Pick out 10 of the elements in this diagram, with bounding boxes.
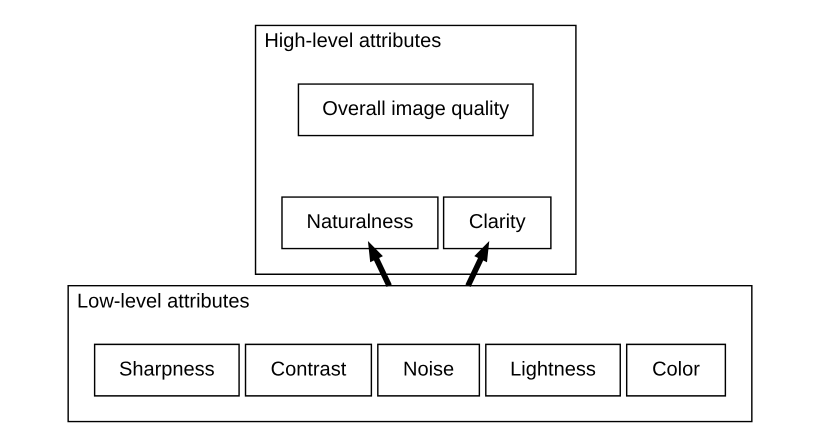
node-box: Clarity: [442, 196, 552, 250]
node-box: Naturalness: [281, 196, 439, 250]
arrow: [465, 241, 490, 287]
node-box: Overall image quality: [298, 83, 534, 136]
node-box: Noise: [377, 344, 480, 397]
node-box: Contrast: [244, 344, 372, 397]
arrow: [368, 241, 392, 287]
node-box: Lightness: [485, 344, 621, 397]
node-box: Color: [626, 344, 726, 397]
node-box: Sharpness: [94, 344, 240, 397]
